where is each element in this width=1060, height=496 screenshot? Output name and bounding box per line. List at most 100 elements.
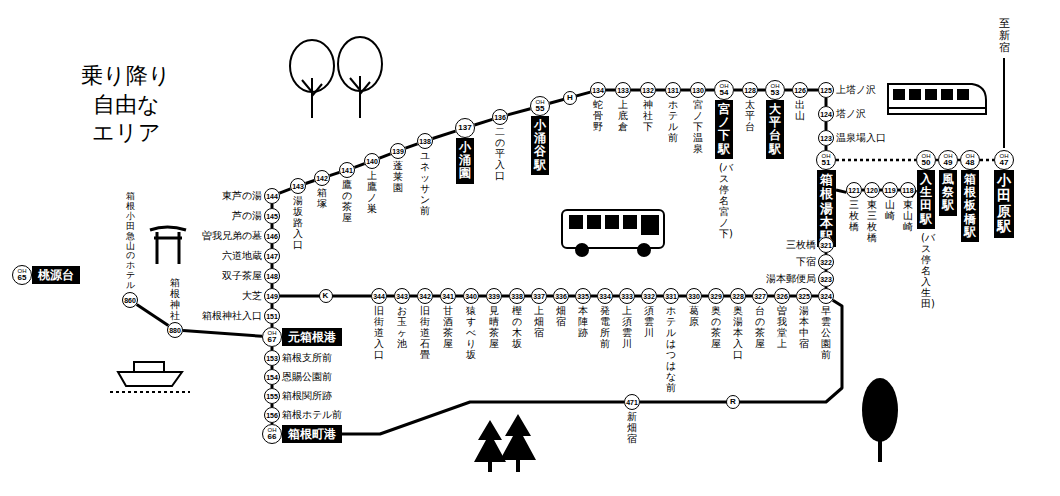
conifer-trunk	[488, 462, 492, 472]
stop-name: 箱根小田急山のホテル	[126, 192, 135, 291]
bus-stop: 131ホテル前	[665, 82, 681, 98]
train-illustration	[888, 84, 986, 114]
bus-route-line	[410, 295, 417, 298]
stop-number: 151	[266, 313, 278, 320]
stop-number: 119	[884, 187, 895, 194]
stop-name: 湯本郵便局	[766, 272, 816, 286]
tree-trunk	[302, 78, 322, 118]
stop-name: 湯本中宿	[799, 305, 809, 349]
stop-number: 124	[820, 111, 832, 118]
stop-number: 340	[465, 293, 477, 300]
bus-stop: 143湯坂路入口	[290, 178, 306, 194]
station: 小涌谷駅OH55	[530, 96, 550, 175]
bus-stop: 322下宿	[818, 254, 834, 270]
bus-stop: 880箱根神社	[167, 322, 183, 338]
stop-name: 奥の茶屋	[711, 305, 721, 349]
stop-number: 147	[266, 253, 278, 260]
bus-route-line	[808, 89, 818, 92]
station-name: 入生田駅	[917, 170, 935, 229]
station-name: 小涌園	[456, 138, 474, 184]
station: 小田原駅OH47	[994, 150, 1014, 238]
stop-name: 湯坂路入口	[293, 195, 303, 250]
boat-cabin	[134, 362, 164, 372]
stop-name: 山崎	[885, 199, 895, 221]
station-number: 50	[922, 159, 931, 167]
tree-trunk	[878, 440, 882, 462]
station-number: 67	[268, 336, 277, 344]
stop-name: 上塔ノ沢	[836, 83, 876, 97]
stop-name: 芦の湯	[232, 209, 262, 223]
stop-number: 141	[341, 167, 353, 174]
stop-name: 台の茶屋	[755, 305, 765, 349]
stop-name: 旧街道入口	[374, 305, 384, 360]
torii-illustration	[150, 227, 186, 264]
right-tree	[862, 378, 898, 462]
bus-stop: 339見晴茶屋	[486, 288, 502, 304]
stop-number: 148	[266, 273, 278, 280]
bus-route-line	[640, 300, 842, 402]
train-window	[926, 90, 936, 99]
bus-route-line	[631, 89, 640, 92]
bus-stop: 120東三枚橋	[864, 182, 880, 198]
stop-number: 143	[292, 183, 304, 190]
bus-window	[642, 216, 658, 234]
stop-name: 猿すべり坂	[466, 305, 476, 360]
bus-route-line	[387, 295, 394, 298]
bus-route-line	[280, 189, 291, 193]
stop-name: ユネッサン前	[420, 150, 430, 216]
station-name: 宮ノ下駅	[715, 100, 733, 159]
route-letter: K	[319, 289, 333, 303]
stop-name: 上底倉	[618, 99, 628, 132]
station-number-circle: OH53	[765, 80, 785, 100]
stop-name: 上畑宿	[534, 305, 544, 338]
bus-stop: 119山崎	[882, 182, 898, 198]
bus-route-line	[734, 89, 742, 92]
bus-route-line	[475, 119, 493, 125]
bus-stop: 335本陣跡	[575, 288, 591, 304]
stop-name: ホテルはつはな前	[666, 305, 676, 393]
torii	[150, 227, 186, 264]
stop-name: 葛原	[689, 305, 699, 327]
stop-number: 142	[316, 175, 328, 182]
stop-name: 六道地蔵	[222, 249, 262, 263]
stop-number: 123	[820, 135, 832, 142]
train-window	[958, 90, 968, 99]
stop-number: 860	[124, 297, 136, 304]
bus-route-line	[508, 109, 531, 115]
stop-name: 二の平入口	[495, 126, 505, 181]
bus-stop: 333上須雲川	[619, 288, 635, 304]
stop-name: 見晴茶屋	[489, 305, 499, 349]
stop-name: 曽我堂上	[777, 305, 787, 349]
stop-name: 樫の木坂	[512, 305, 522, 349]
bus-stop: 140上鷹ノ巣	[364, 153, 380, 169]
bus-stop: 343お玉ヶ池	[394, 288, 410, 304]
stop-number: 128	[744, 87, 756, 94]
stop-number: 342	[419, 293, 431, 300]
station-name: 小田原駅	[994, 170, 1014, 238]
stop-number: 329	[710, 293, 722, 300]
station-name: 桃源台	[32, 266, 80, 284]
bus-route-line	[681, 89, 690, 92]
bus-stop: 123温泉場入口	[818, 130, 834, 146]
stop-number: 131	[667, 87, 679, 94]
bus-stop: 332須雲川	[641, 288, 657, 304]
station-name: 風祭駅	[939, 170, 957, 216]
stop-name: 太平台	[745, 99, 755, 132]
stop-number: 155	[266, 393, 278, 400]
station-note: (バス停名 入生田)	[921, 232, 931, 309]
stop-number: 133	[617, 87, 629, 94]
station: 元箱根港OH67	[262, 327, 342, 347]
bus-route-line	[758, 89, 765, 92]
stop-name: 上須雲川	[622, 305, 632, 349]
station-number: 51	[822, 159, 831, 167]
bus-route-line	[330, 172, 340, 175]
bus-route-line	[306, 181, 315, 184]
bus-stop: 325湯本中宿	[796, 288, 812, 304]
bus-stop: 337上畑宿	[531, 288, 547, 304]
station-number-circle: OH48	[960, 150, 980, 170]
tree-trunk	[350, 76, 370, 118]
bus-stop: 471新畑宿	[624, 394, 640, 410]
bus-stop: 340猿すべり坂	[463, 288, 479, 304]
bus-stop: 142箱塚	[314, 170, 330, 186]
